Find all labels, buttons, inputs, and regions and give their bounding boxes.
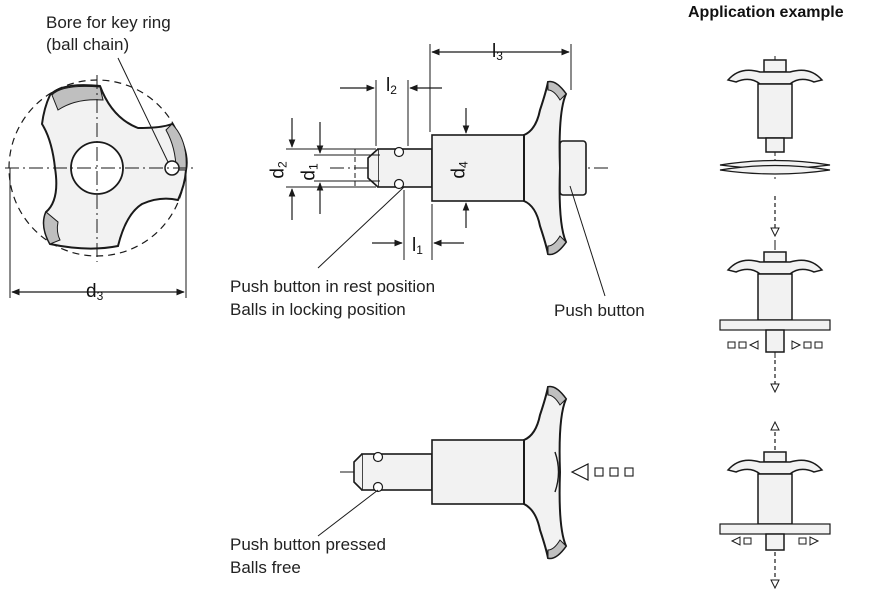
application-example-3 [719, 420, 831, 590]
pin-body [431, 134, 525, 202]
locking-position-label: Balls in locking position [230, 300, 406, 319]
application-example-2 [719, 240, 831, 394]
dim-d2: d2 [267, 161, 290, 179]
dim-d1: d1 [298, 163, 321, 181]
rest-position-label: Push button in rest position [230, 277, 436, 296]
side-view-rest [286, 44, 610, 297]
push-button-label: Push button [554, 301, 645, 320]
dim-d4: d4 [448, 161, 471, 179]
dim-l2: l2 [386, 75, 397, 98]
application-example-title: Application example [688, 4, 844, 21]
balls-free-label: Balls free [230, 558, 301, 577]
dim-d3: d3 [86, 281, 104, 304]
front-view [5, 57, 195, 298]
application-example-1 [719, 56, 831, 238]
locking-pin [377, 148, 433, 188]
dim-l1: l1 [412, 235, 423, 258]
dim-l3: l3 [492, 41, 503, 64]
bore-label-line1: Bore for key ring [46, 13, 171, 32]
push-button [559, 140, 587, 196]
side-view-pressed [317, 385, 634, 560]
bore-label-line2: (ball chain) [46, 35, 130, 54]
pressed-label: Push button pressed [230, 535, 386, 554]
